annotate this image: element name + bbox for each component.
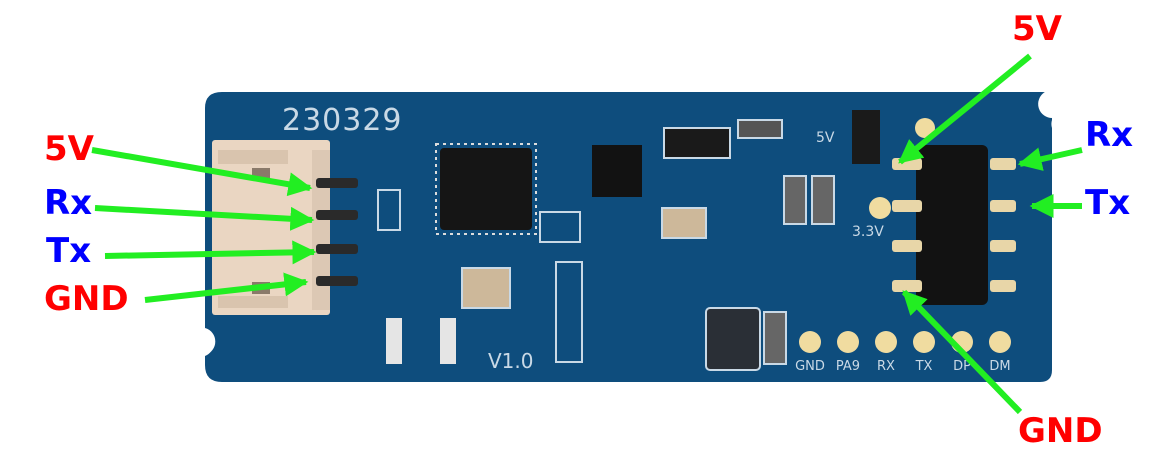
arrow-right-rx	[1017, 147, 1083, 171]
label-left-tx: Tx	[46, 231, 91, 271]
arrow-right-gnd	[901, 289, 1023, 415]
silk-3v3: 3.3V	[852, 224, 884, 240]
smd-components	[377, 110, 935, 371]
silk-5v: 5V	[816, 130, 835, 146]
arrow-left-tx	[104, 240, 317, 265]
arrow-left-gnd	[144, 272, 309, 303]
board-version: V1.0	[488, 349, 534, 373]
label-left-rx: Rx	[44, 183, 92, 223]
label-left-gnd: GND	[44, 279, 129, 319]
arrow-left-5v	[91, 147, 313, 197]
annotation-arrows	[91, 53, 1083, 415]
label-right-rx: Rx	[1085, 115, 1133, 155]
pin-header-2x4	[892, 145, 1016, 305]
label-right-5v: 5V	[1012, 9, 1063, 49]
label-left-5v: 5V	[44, 129, 95, 169]
date-code: 230329	[282, 103, 403, 138]
pad-label-dm: DM	[989, 359, 1010, 374]
pad-label-pa9: PA9	[836, 359, 860, 374]
pad-label-rx: RX	[877, 359, 895, 374]
pad-label-tx: TX	[915, 359, 933, 374]
label-right-tx: Tx	[1085, 183, 1130, 223]
arrow-right-5v	[898, 53, 1032, 165]
pcb-board	[205, 92, 1053, 382]
arrow-left-rx	[94, 205, 315, 231]
mcu-chip	[435, 143, 537, 235]
bottom-pads	[799, 331, 1011, 353]
label-right-gnd: GND	[1018, 411, 1103, 451]
pad-label-dp: DP	[953, 359, 971, 374]
pad-label-gnd: GND	[795, 359, 825, 374]
